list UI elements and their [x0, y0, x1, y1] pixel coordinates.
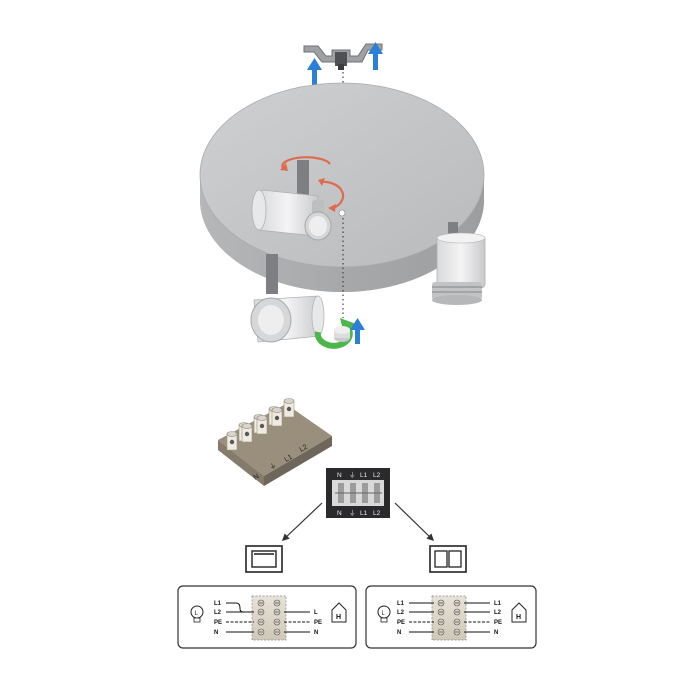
rotate-arrow-icon — [280, 156, 345, 212]
screw-icon — [453, 599, 461, 607]
svg-text:L: L — [382, 611, 386, 617]
wire-label: L — [314, 610, 318, 616]
screw-icon — [273, 618, 281, 626]
wire-label: N — [314, 630, 318, 636]
wire-label: L1 — [494, 601, 502, 607]
wire-label: PE — [494, 620, 502, 626]
wire-label: L2 — [214, 610, 222, 616]
screw-icon — [273, 628, 281, 636]
pointer-arrow — [281, 502, 323, 541]
wire-label: L1 — [214, 601, 222, 607]
clamp-screw — [271, 407, 283, 427]
center-hole — [338, 209, 346, 217]
clamp-screw — [256, 415, 268, 435]
cap-nut — [334, 326, 350, 342]
lift-arrow-icon — [350, 318, 365, 344]
spotlight-1 — [251, 160, 332, 241]
lift-arrow-icon — [368, 42, 383, 70]
screw-icon — [437, 608, 445, 616]
mounting-bracket — [303, 43, 383, 70]
connector-top-label: L2 — [373, 472, 381, 479]
lift-arrow-icon — [307, 58, 322, 86]
house-icon: H — [511, 602, 527, 623]
connector-bottom-label: ⏚ — [349, 509, 356, 517]
connector-top-label: N — [337, 472, 342, 479]
terminal-label: L1 — [284, 454, 294, 464]
connector-bottom-label: L1 — [360, 510, 368, 517]
connector-top-label: ⏚ — [349, 471, 356, 479]
clamp-screw — [226, 431, 238, 451]
clamp-screw — [283, 398, 295, 418]
spotlight-2 — [432, 222, 486, 305]
screw-icon — [257, 628, 265, 636]
terminal-block: N ⏚ L1 L2 — [218, 398, 332, 486]
connector-bottom-label: L2 — [373, 510, 381, 517]
terminal-label: L2 — [299, 444, 309, 454]
screw-icon — [453, 628, 461, 636]
screw-icon — [273, 599, 281, 607]
wiring-diagram-double: L L1 L2 PE N L1 L2 PE N H — [365, 585, 537, 649]
wire-label: L2 — [494, 610, 502, 616]
wire-label: L2 — [397, 610, 405, 616]
svg-text:H: H — [516, 614, 521, 621]
wire-label: N — [214, 630, 218, 636]
connector-bottom-label: N — [337, 510, 342, 517]
wire-label: PE — [214, 620, 222, 626]
house-icon: H — [331, 602, 347, 623]
connector-panel: N ⏚ L1 L2 N ⏚ L1 L2 — [326, 468, 390, 518]
svg-text:L: L — [195, 611, 199, 617]
screw-icon — [257, 608, 265, 616]
bulb-icon: L — [190, 605, 204, 623]
screw-icon — [437, 599, 445, 607]
bulb-icon: L — [377, 605, 391, 623]
screw-icon — [273, 608, 281, 616]
terminal-label: ⏚ — [268, 461, 278, 471]
screw-icon — [437, 618, 445, 626]
screw-icon — [453, 618, 461, 626]
double-switch-icon — [429, 545, 467, 573]
pointer-arrow — [394, 502, 435, 542]
terminal-label: N — [253, 473, 261, 482]
screw-icon — [257, 618, 265, 626]
connector-top-label: L1 — [360, 472, 368, 479]
screw-icon — [453, 608, 461, 616]
wire-label: PE — [314, 620, 322, 626]
wire-label: N — [494, 630, 498, 636]
svg-text:H: H — [336, 614, 341, 621]
clamp-screw — [241, 423, 253, 443]
wire-label: L1 — [397, 601, 405, 607]
screw-icon — [437, 628, 445, 636]
single-switch-icon — [245, 545, 283, 573]
wiring-diagram-single: L L1 L2 PE N L PE N H — [177, 585, 357, 649]
spotlight-3 — [250, 254, 325, 343]
wire-label: N — [397, 630, 401, 636]
wire-label: PE — [397, 620, 405, 626]
screw-icon — [257, 599, 265, 607]
